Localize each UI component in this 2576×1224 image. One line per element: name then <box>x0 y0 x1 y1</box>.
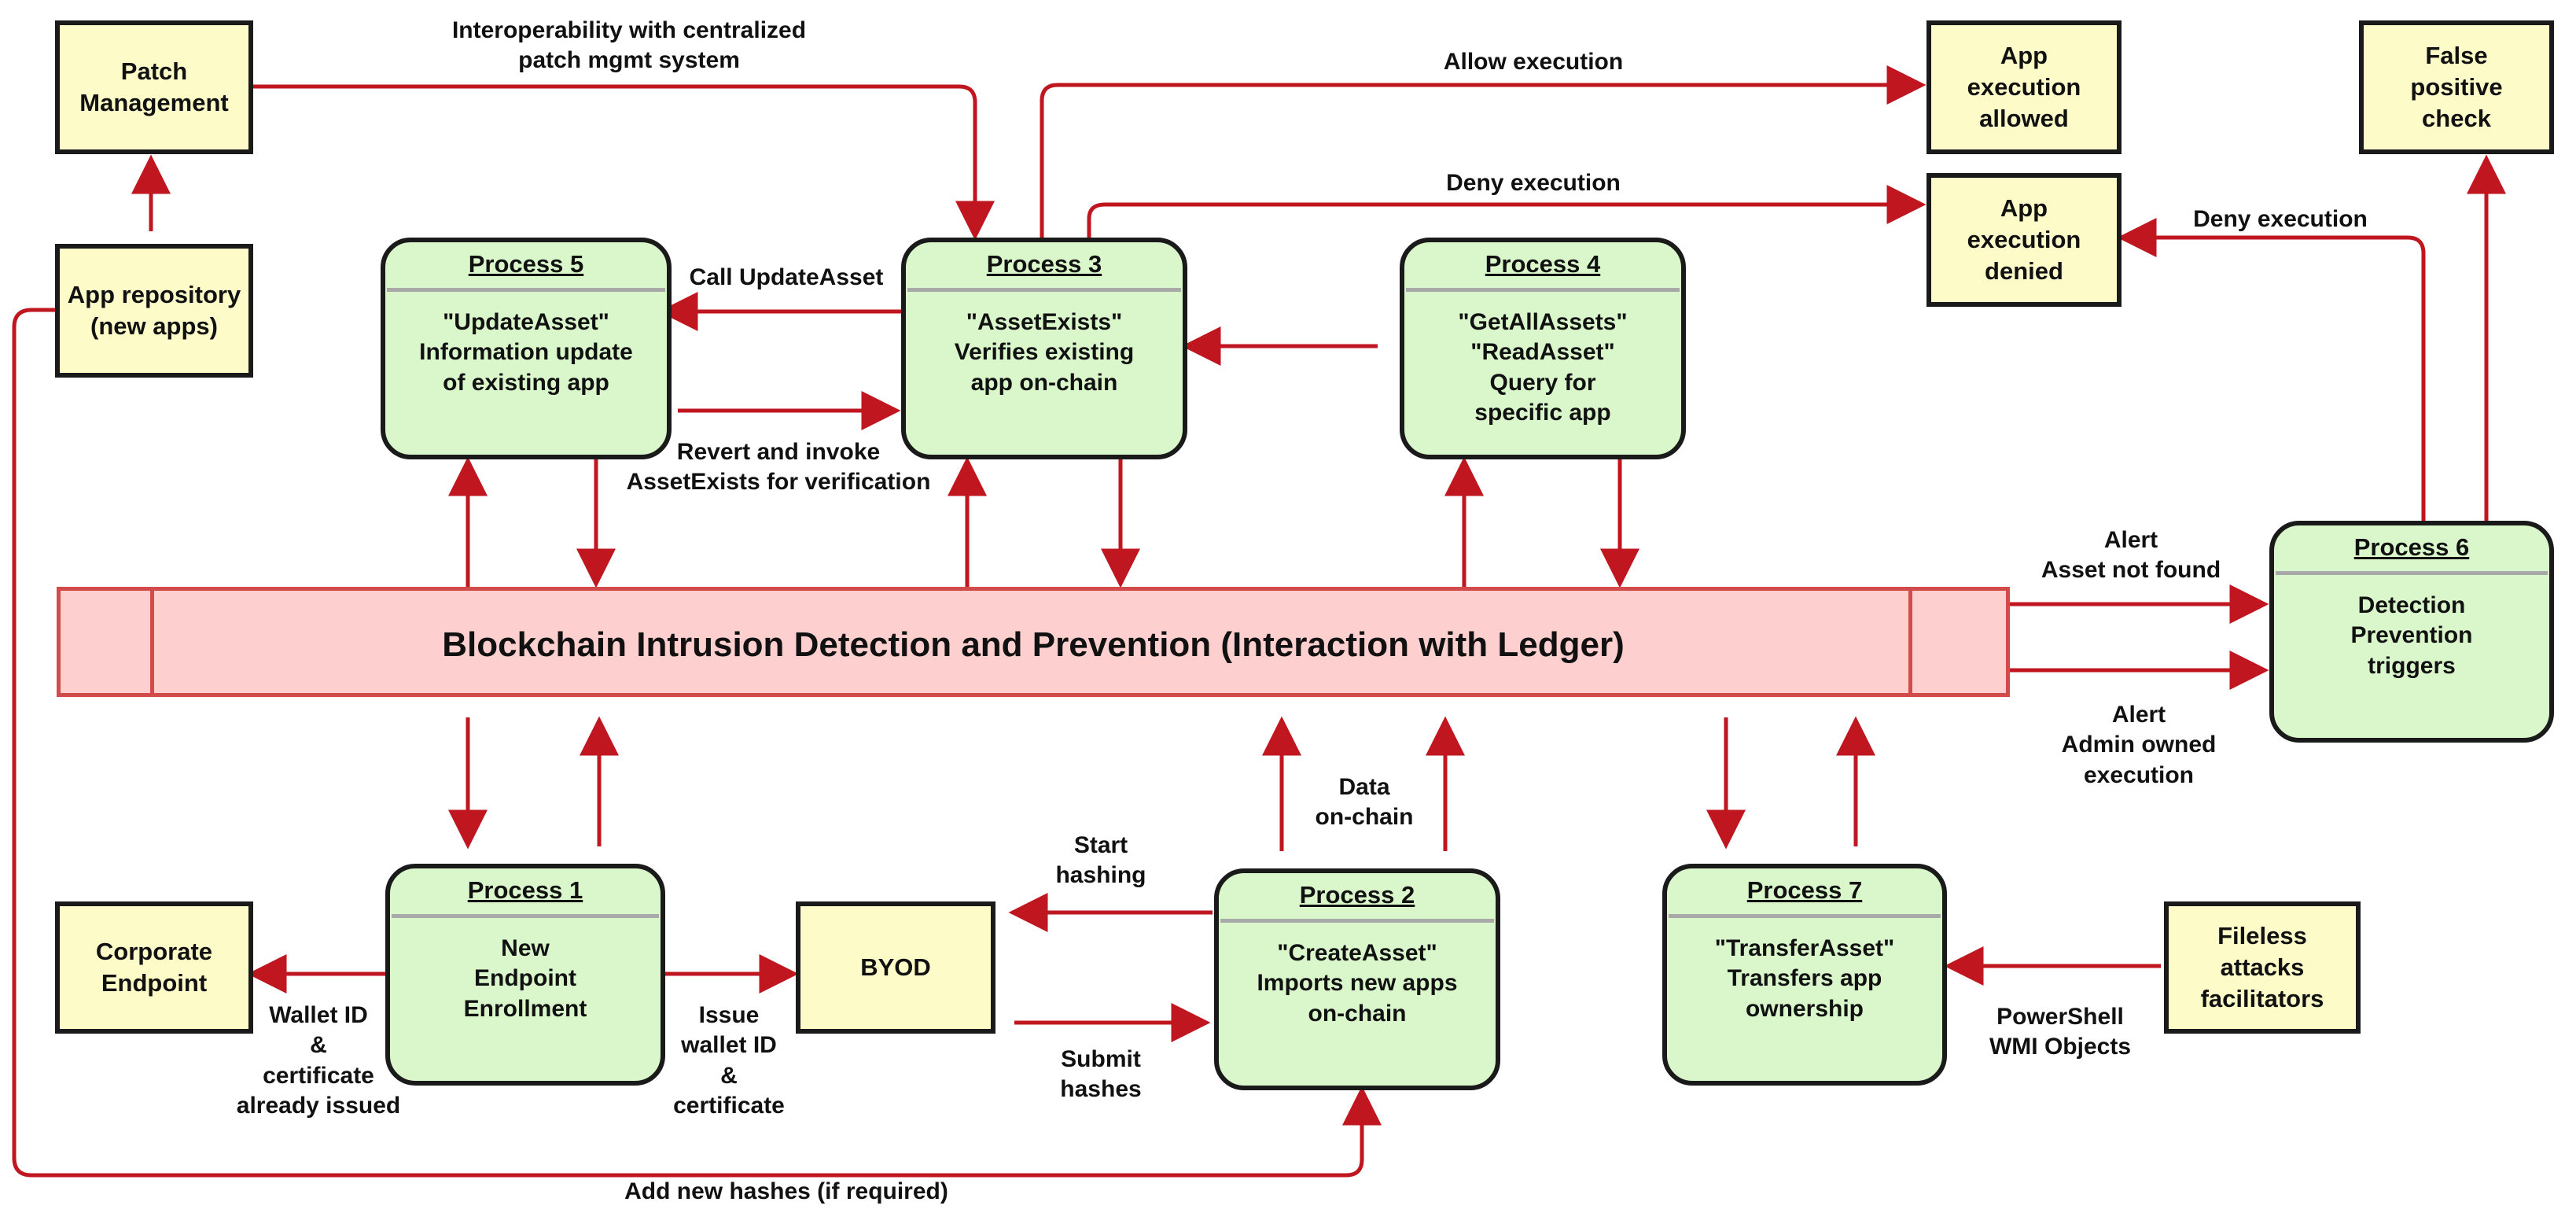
process-2-divider <box>1220 919 1494 923</box>
label-alert-asset-not-found: Alert Asset not found <box>2041 527 2221 584</box>
process-6-body: Detection Prevention triggers <box>2350 592 2473 679</box>
process-6-title: Process 6 <box>2353 533 2470 561</box>
patch-management-box: Patch Management <box>55 20 253 154</box>
process-3-title: Process 3 <box>986 250 1102 278</box>
label-interoperability: Interoperability with centralized patch … <box>451 17 807 74</box>
process-7-node: Process 7 "TransferAsset" Transfers app … <box>1662 864 1947 1086</box>
arrow-allow-execution <box>1040 65 1926 238</box>
app-repository-box: App repository (new apps) <box>55 244 253 378</box>
process-5-node: Process 5 "UpdateAsset" Information upda… <box>381 238 672 459</box>
process-3-divider <box>907 288 1181 292</box>
process-7-divider <box>1669 914 1941 918</box>
app-execution-denied-box: App execution denied <box>1926 173 2122 307</box>
process-6-node: Process 6 Detection Prevention triggers <box>2269 521 2554 743</box>
label-call-update-asset: Call UpdateAsset <box>689 264 884 290</box>
false-positive-check-box: False positive check <box>2359 20 2554 154</box>
process-2-title: Process 2 <box>1299 881 1415 909</box>
label-submit-hashes: Submit hashes <box>1060 1046 1142 1103</box>
arrow-repo-to-p2 <box>12 308 1382 1178</box>
label-deny-execution-right: Deny execution <box>2193 206 2368 232</box>
fileless-attacks-label: Fileless attacks facilitators <box>2200 922 2324 1012</box>
process-7-body: "TransferAsset" Transfers app ownership <box>1714 935 1895 1022</box>
app-execution-allowed-label: App execution allowed <box>1967 42 2081 132</box>
label-data-on-chain: Data on-chain <box>1315 774 1414 831</box>
byod-box: BYOD <box>796 901 995 1034</box>
process-1-body: New Endpoint Enrollment <box>463 935 587 1022</box>
app-repository-label: App repository (new apps) <box>67 281 241 340</box>
byod-label: BYOD <box>860 953 931 982</box>
label-start-hashing: Start hashing <box>1055 832 1146 889</box>
patch-management-label: Patch Management <box>79 57 229 116</box>
arrow-patch-to-p3 <box>253 84 995 241</box>
process-3-body: "AssetExists" Verifies existing app on-c… <box>954 309 1135 396</box>
arrow-deny-execution-top <box>1087 185 1926 238</box>
label-issue-wallet: Issue wallet ID & certificate <box>673 1002 785 1119</box>
label-powershell-wmi: PowerShell WMI Objects <box>1989 1004 2131 1060</box>
label-wallet-already-issued: Wallet ID & certificate already issued <box>236 1002 401 1119</box>
process-5-title: Process 5 <box>468 250 584 278</box>
process-5-divider <box>387 288 665 292</box>
ledger-title: Blockchain Intrusion Detection and Preve… <box>442 625 1625 664</box>
app-execution-denied-label: App execution denied <box>1967 194 2081 285</box>
process-1-divider <box>392 914 659 918</box>
fileless-attacks-box: Fileless attacks facilitators <box>2164 901 2361 1034</box>
app-execution-allowed-box: App execution allowed <box>1926 20 2122 154</box>
ledger-left-divider <box>150 591 154 693</box>
process-2-body: "CreateAsset" Imports new apps on-chain <box>1257 940 1458 1027</box>
process-4-divider <box>1406 288 1680 292</box>
label-add-new-hashes: Add new hashes (if required) <box>624 1178 948 1204</box>
process-1-title: Process 1 <box>467 876 583 904</box>
process-1-node: Process 1 New Endpoint Enrollment <box>385 864 665 1086</box>
process-4-body: "GetAllAssets" "ReadAsset" Query for spe… <box>1458 309 1628 426</box>
process-4-title: Process 4 <box>1485 250 1601 278</box>
process-2-node: Process 2 "CreateAsset" Imports new apps… <box>1214 868 1500 1090</box>
label-revert-invoke: Revert and invoke AssetExists for verifi… <box>626 439 931 496</box>
process-4-node: Process 4 "GetAllAssets" "ReadAsset" Que… <box>1400 238 1686 459</box>
ledger-bar: Blockchain Intrusion Detection and Preve… <box>57 587 2010 697</box>
label-allow-execution: Allow execution <box>1443 49 1624 75</box>
corporate-endpoint-box: Corporate Endpoint <box>55 901 253 1034</box>
process-3-node: Process 3 "AssetExists" Verifies existin… <box>901 238 1187 459</box>
corporate-endpoint-label: Corporate Endpoint <box>95 938 213 997</box>
arrow-p6-to-denied <box>2117 218 2426 521</box>
process-7-title: Process 7 <box>1746 876 1863 904</box>
ledger-right-divider <box>1908 591 1912 693</box>
false-positive-check-label: False positive check <box>2410 42 2503 132</box>
process-6-divider <box>2276 571 2548 575</box>
label-alert-admin-owned: Alert Admin owned execution <box>2061 702 2217 788</box>
process-5-body: "UpdateAsset" Information update of exis… <box>419 309 633 396</box>
label-deny-execution-top: Deny execution <box>1446 170 1621 196</box>
